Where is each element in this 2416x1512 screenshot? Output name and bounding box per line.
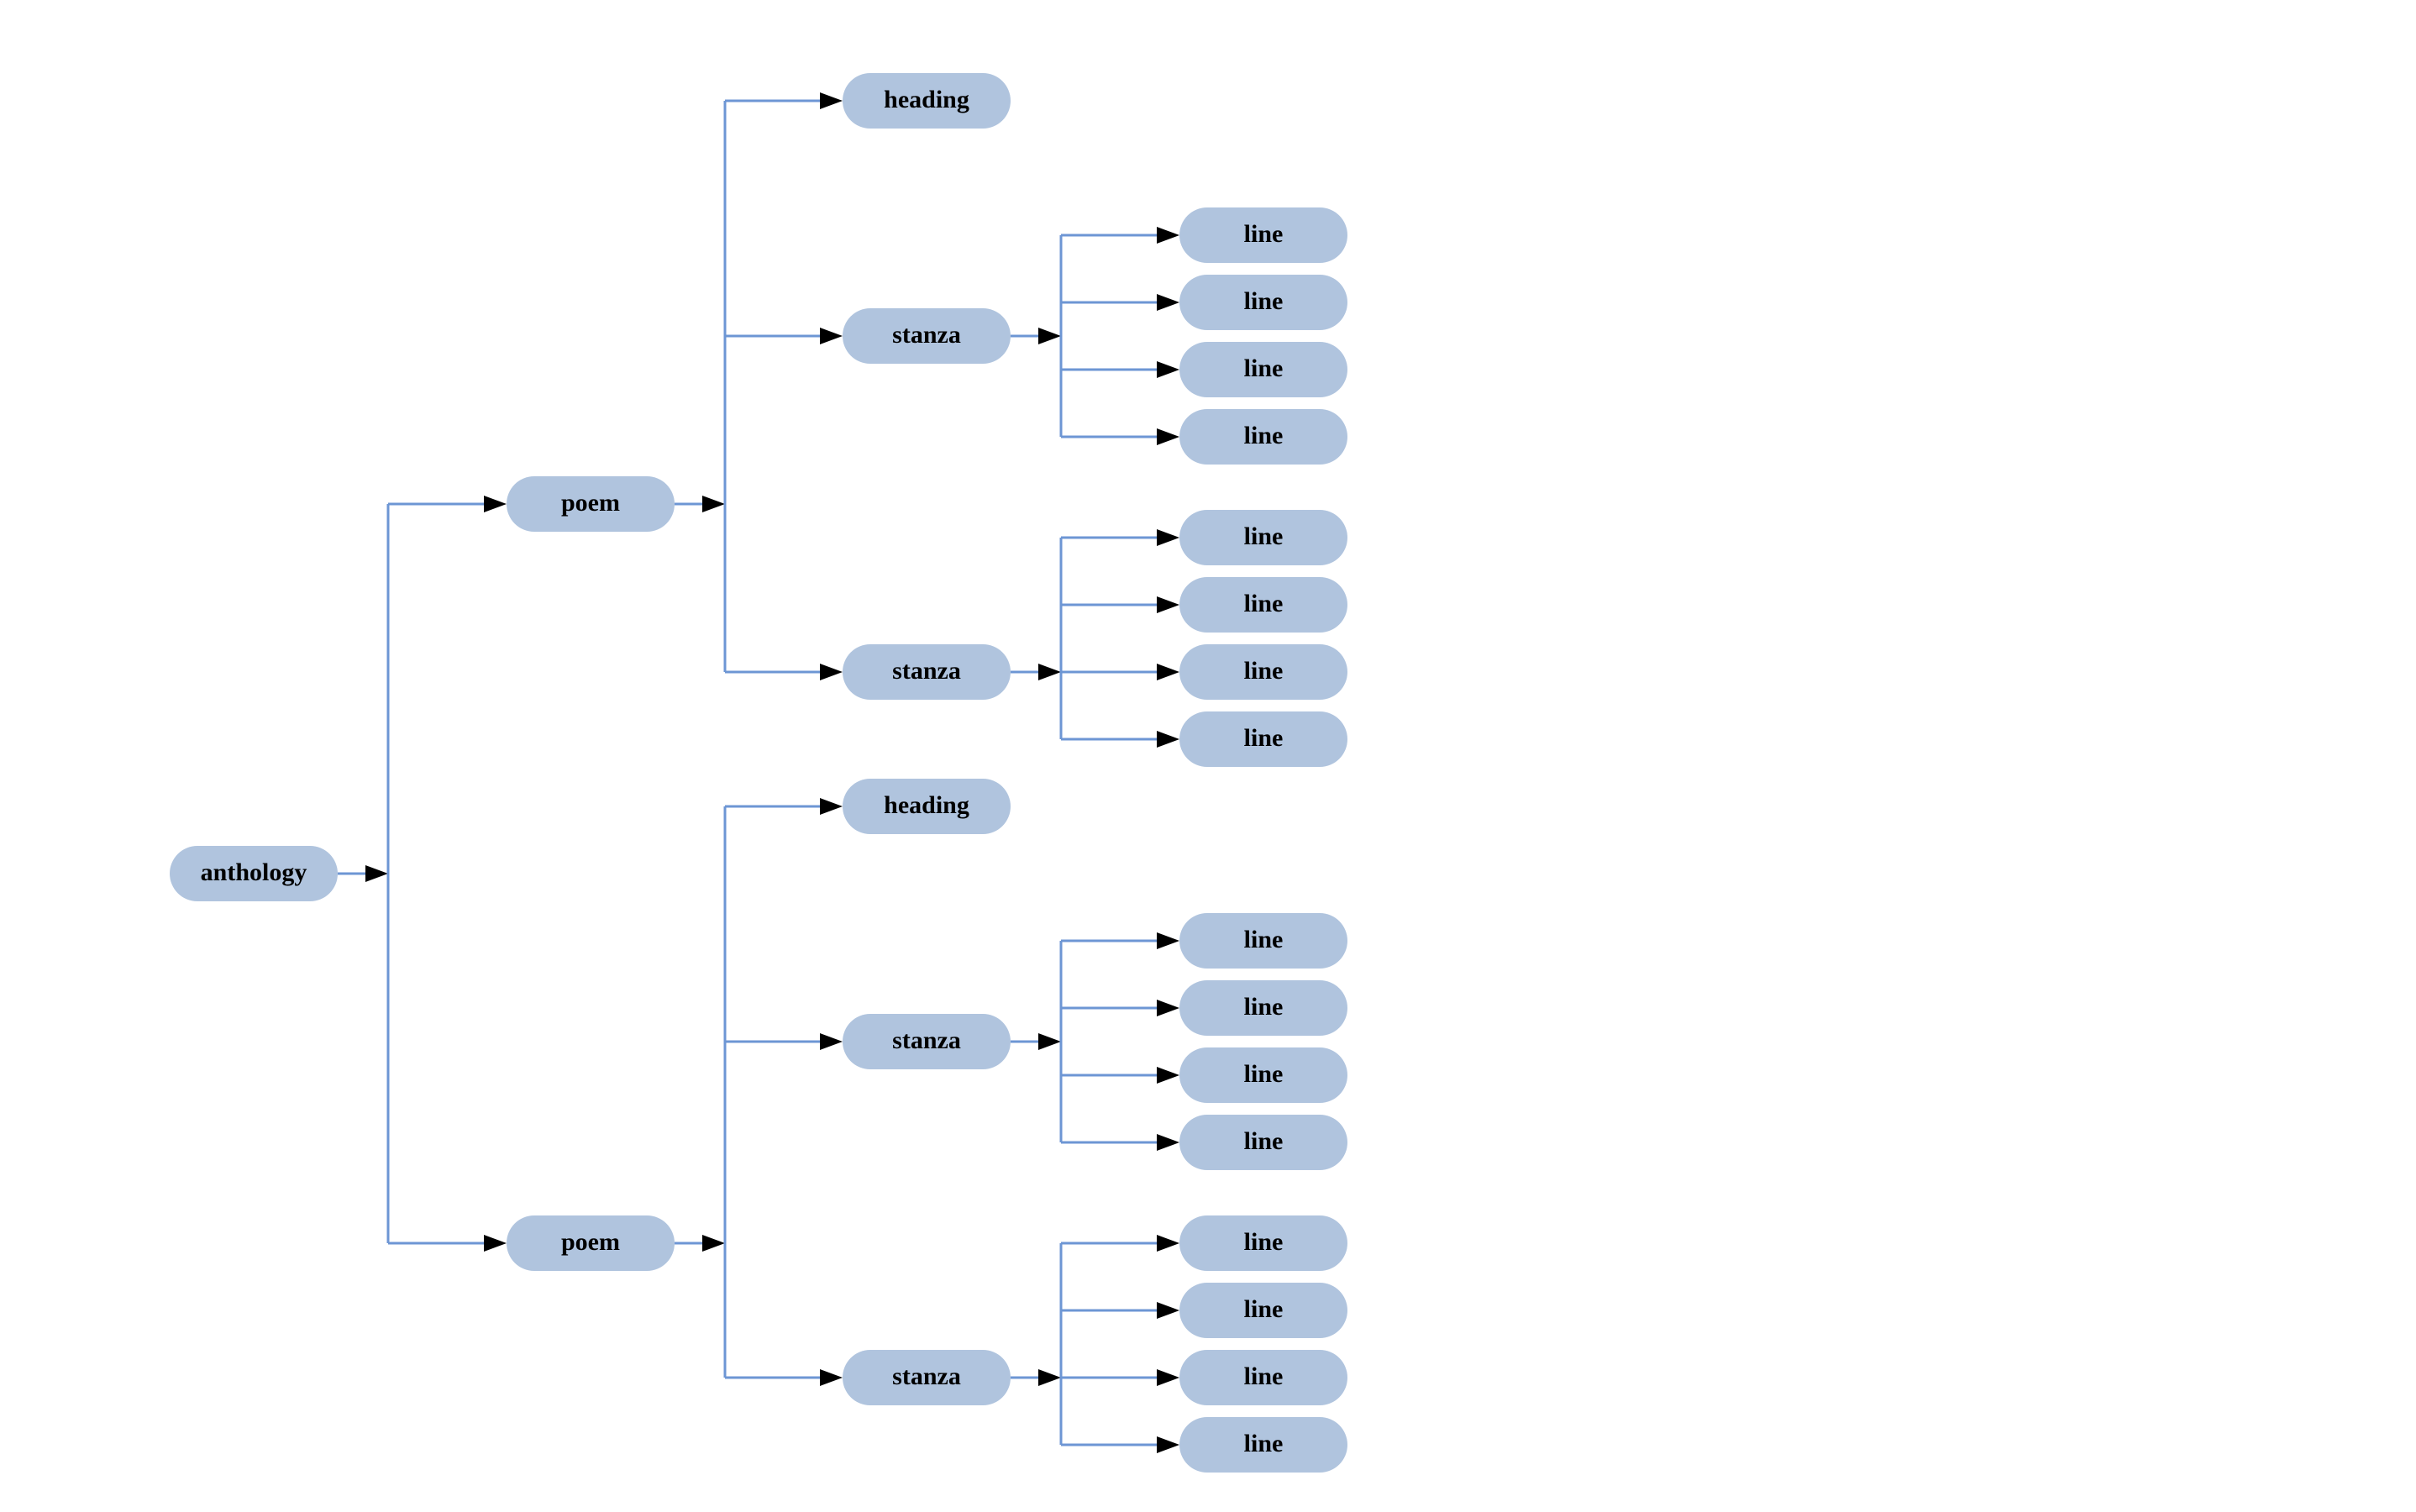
node-label: stanza (892, 1026, 961, 1054)
arrowhead-icon (820, 664, 843, 680)
node-label: line (1243, 1362, 1284, 1390)
arrowhead-icon (1157, 361, 1179, 378)
node-label: line (1243, 220, 1284, 248)
node-stanza-2: stanza (843, 644, 1011, 700)
arrowhead-icon (484, 1235, 507, 1252)
arrowhead-icon (365, 865, 388, 882)
node-line-11: line (1179, 1047, 1347, 1103)
arrowhead-icon (1157, 1067, 1179, 1084)
node-label: line (1243, 1060, 1284, 1088)
node-label: line (1243, 724, 1284, 752)
node-heading-1: heading (843, 73, 1011, 129)
arrowhead-icon (1157, 932, 1179, 949)
node-stanza-3: stanza (843, 1014, 1011, 1069)
node-line-4: line (1179, 409, 1347, 465)
node-label: line (1243, 422, 1284, 449)
arrowhead-icon (1038, 664, 1061, 680)
node-label: stanza (892, 321, 961, 349)
arrowhead-icon (820, 1369, 843, 1386)
node-label: line (1243, 926, 1284, 953)
node-line-9: line (1179, 913, 1347, 969)
arrowhead-icon (484, 496, 507, 512)
node-line-3: line (1179, 342, 1347, 397)
node-label: poem (561, 489, 620, 517)
node-label: line (1243, 1430, 1284, 1457)
node-label: line (1243, 287, 1284, 315)
arrowhead-icon (1157, 596, 1179, 613)
arrowhead-icon (1157, 664, 1179, 680)
node-heading-2: heading (843, 779, 1011, 834)
arrowhead-icon (1157, 428, 1179, 445)
node-label: line (1243, 354, 1284, 382)
node-label: heading (884, 86, 969, 113)
arrowhead-icon (820, 328, 843, 344)
arrowhead-icon (820, 92, 843, 109)
arrowhead-icon (1157, 1369, 1179, 1386)
node-line-6: line (1179, 577, 1347, 633)
node-line-16: line (1179, 1417, 1347, 1473)
arrowhead-icon (1038, 1033, 1061, 1050)
node-label: stanza (892, 657, 961, 685)
node-label: anthology (200, 858, 307, 886)
node-line-1: line (1179, 207, 1347, 263)
arrowhead-icon (1157, 1235, 1179, 1252)
arrowhead-icon (1157, 731, 1179, 748)
node-line-12: line (1179, 1115, 1347, 1170)
node-label: line (1243, 1127, 1284, 1155)
node-poem-2: poem (507, 1215, 675, 1271)
node-line-10: line (1179, 980, 1347, 1036)
arrowhead-icon (820, 798, 843, 815)
node-line-5: line (1179, 510, 1347, 565)
node-line-13: line (1179, 1215, 1347, 1271)
arrowhead-icon (702, 1235, 725, 1252)
node-label: line (1243, 1228, 1284, 1256)
node-poem-1: poem (507, 476, 675, 532)
arrowhead-icon (1157, 1302, 1179, 1319)
arrowhead-icon (820, 1033, 843, 1050)
node-label: heading (884, 791, 969, 819)
node-label: poem (561, 1228, 620, 1256)
node-line-14: line (1179, 1283, 1347, 1338)
node-stanza-1: stanza (843, 308, 1011, 364)
node-label: line (1243, 590, 1284, 617)
node-label: line (1243, 1295, 1284, 1323)
node-label: stanza (892, 1362, 961, 1390)
node-line-15: line (1179, 1350, 1347, 1405)
arrowhead-icon (1157, 1000, 1179, 1016)
arrowhead-icon (1157, 1134, 1179, 1151)
node-anthology: anthology (170, 846, 338, 901)
arrowhead-icon (702, 496, 725, 512)
arrowhead-icon (1157, 294, 1179, 311)
node-label: line (1243, 657, 1284, 685)
node-line-7: line (1179, 644, 1347, 700)
arrowhead-icon (1038, 1369, 1061, 1386)
node-stanza-4: stanza (843, 1350, 1011, 1405)
node-line-8: line (1179, 711, 1347, 767)
arrowhead-icon (1038, 328, 1061, 344)
arrowhead-icon (1157, 227, 1179, 244)
node-line-2: line (1179, 275, 1347, 330)
node-label: line (1243, 993, 1284, 1021)
arrowhead-icon (1157, 1436, 1179, 1453)
arrowhead-icon (1157, 529, 1179, 546)
node-label: line (1243, 522, 1284, 550)
